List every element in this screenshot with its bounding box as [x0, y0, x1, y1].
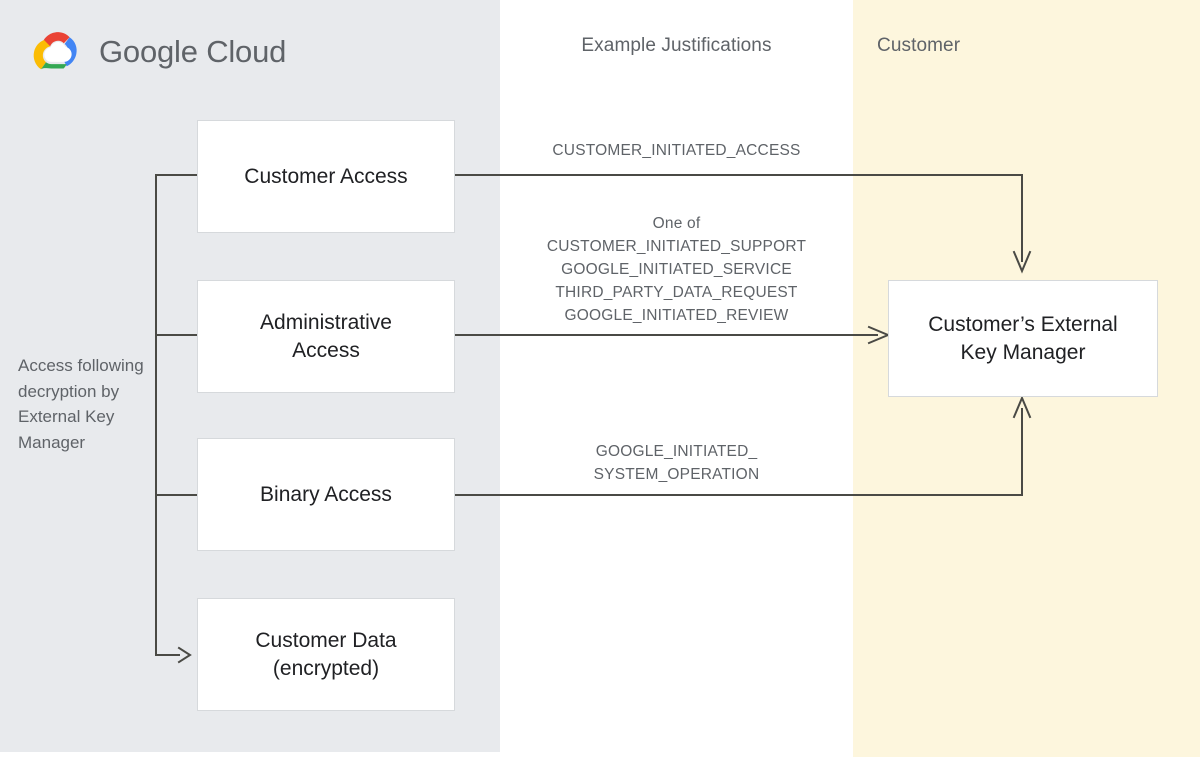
- justifications-column-band: [500, 0, 853, 757]
- google-cloud-wordmark: Google Cloud: [99, 34, 286, 70]
- node-customer-data-encrypted[interactable]: Customer Data (encrypted): [197, 598, 455, 711]
- google-cloud-logo-icon: [30, 30, 86, 74]
- justification-customer-initiated-access: CUSTOMER_INITIATED_ACCESS: [552, 142, 801, 159]
- node-binary-access[interactable]: Binary Access: [197, 438, 455, 551]
- justification-one-of-list: One of CUSTOMER_INITIATED_SUPPORT GOOGLE…: [546, 215, 807, 324]
- wordmark-cloud: Cloud: [206, 34, 287, 69]
- google-cloud-logo-lockup: Google Cloud: [30, 30, 286, 74]
- node-administrative-access[interactable]: Administrative Access: [197, 280, 455, 393]
- justifications-column-header: Example Justifications: [581, 35, 772, 56]
- wordmark-google: Google: [99, 34, 198, 69]
- justification-google-initiated-system-operation: GOOGLE_INITIATED_ SYSTEM_OPERATION: [593, 443, 760, 483]
- node-customer-access[interactable]: Customer Access: [197, 120, 455, 233]
- customer-column-header: Customer: [877, 35, 961, 56]
- node-customers-external-key-manager[interactable]: Customer’s External Key Manager: [888, 280, 1158, 397]
- access-following-decryption-caption: Access following decryption by External …: [18, 356, 144, 452]
